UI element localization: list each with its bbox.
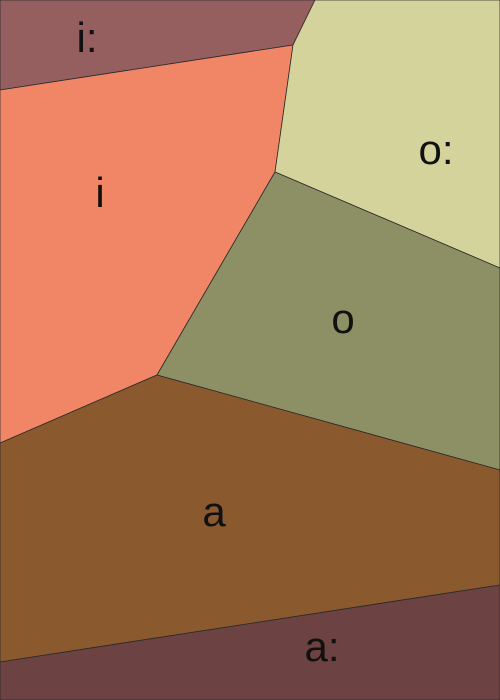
label-i: i <box>95 169 104 216</box>
label-a: a <box>202 488 226 535</box>
label-i-long: i: <box>77 14 98 61</box>
label-o-long: o: <box>418 126 453 173</box>
region-a-long <box>0 584 500 700</box>
region-o <box>156 171 500 471</box>
region-a <box>0 374 500 663</box>
label-a-long: a: <box>304 623 339 670</box>
label-o: o <box>331 295 354 342</box>
